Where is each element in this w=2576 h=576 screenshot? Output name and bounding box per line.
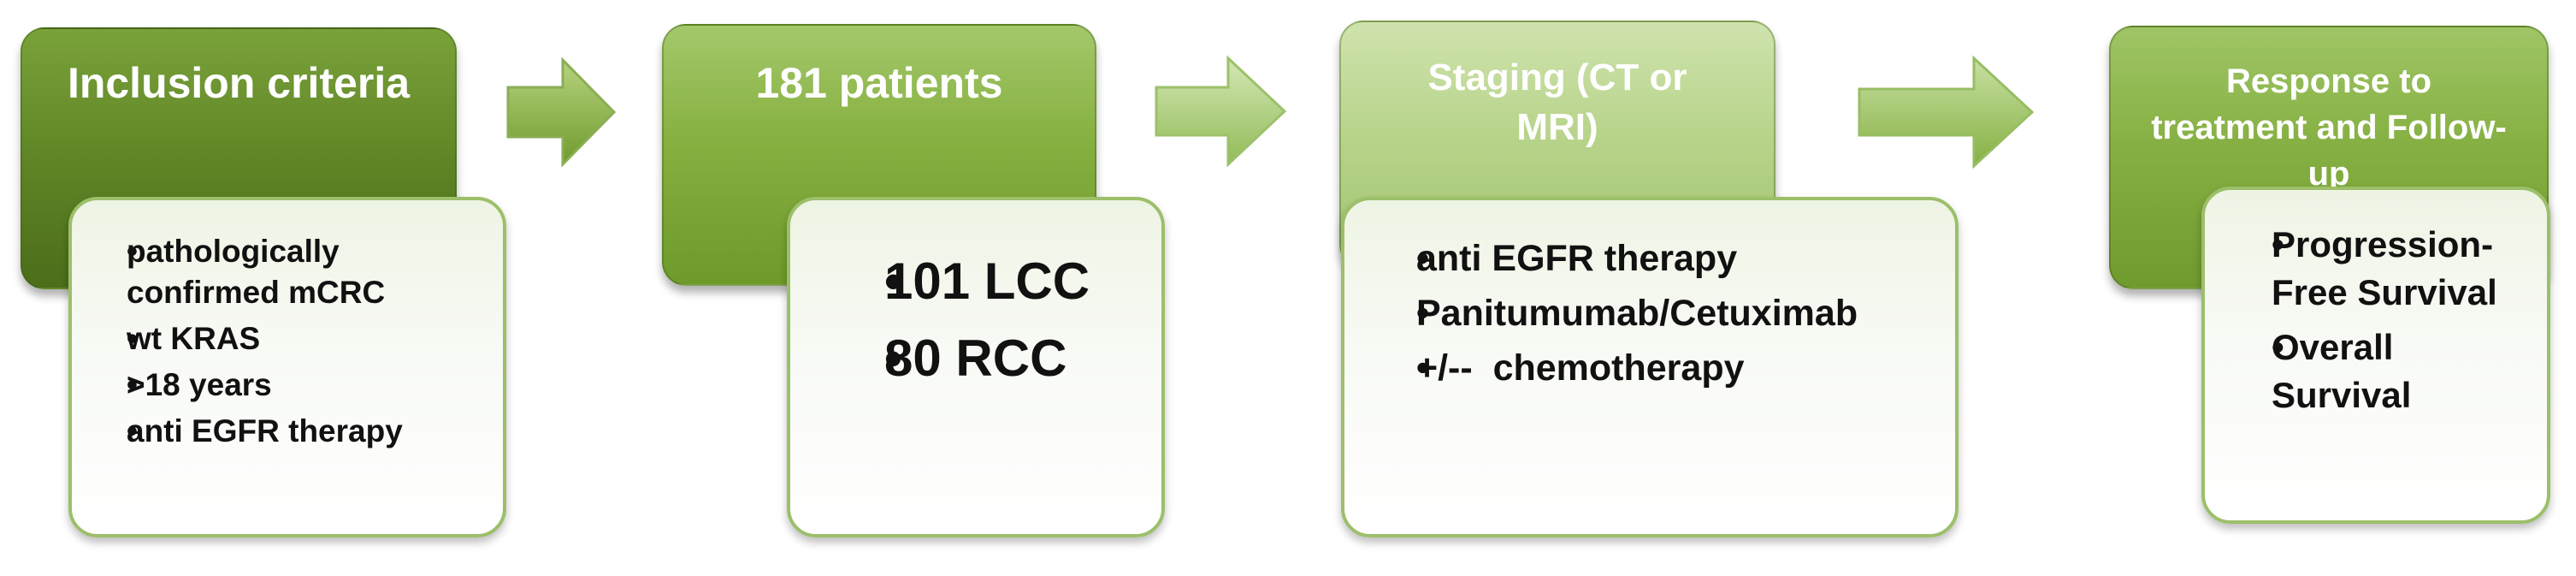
- right-arrow-icon: [506, 56, 617, 168]
- step-3-list: anti EGFR therapy Panitumumab/Cetuximab …: [1382, 231, 1938, 395]
- list-item: Panitumumab/Cetuximab: [1382, 286, 1938, 341]
- list-item: anti EGFR therapy: [1382, 231, 1938, 286]
- step-4-list: Progression-Free Survival Overall Surviv…: [2237, 221, 2532, 419]
- list-item: Overall Survival: [2237, 324, 2532, 419]
- step-3-details: anti EGFR therapy Panitumumab/Cetuximab …: [1341, 197, 1959, 537]
- list-item: 80 RCC: [833, 320, 1144, 397]
- step-2-list: 101 LCC 80 RCC: [833, 243, 1144, 397]
- list-item: pathologically confirmed mCRC: [106, 231, 486, 313]
- right-arrow-icon: [1155, 55, 1287, 168]
- step-2-title: 181 patients: [755, 59, 1003, 107]
- list-item: 101 LCC: [833, 243, 1144, 320]
- list-item: anti EGFR therapy: [106, 411, 486, 452]
- step-4-title: Response to treatment and Follow-up: [2151, 62, 2507, 193]
- step-2-details: 101 LCC 80 RCC: [787, 197, 1165, 537]
- list-item: wt KRAS: [106, 318, 486, 359]
- step-3-title: Staging (CT or MRI): [1427, 56, 1687, 148]
- step-4-details: Progression-Free Survival Overall Surviv…: [2201, 187, 2550, 524]
- right-arrow-icon: [1858, 55, 2035, 169]
- step-1-title: Inclusion criteria: [67, 59, 411, 107]
- list-item: Progression-Free Survival: [2237, 221, 2532, 317]
- list-item: +/-- chemotherapy: [1382, 341, 1938, 395]
- step-1-list: pathologically confirmed mCRC wt KRAS >1…: [106, 231, 486, 452]
- step-1-details: pathologically confirmed mCRC wt KRAS >1…: [68, 197, 506, 537]
- list-item: >18 years: [106, 365, 486, 406]
